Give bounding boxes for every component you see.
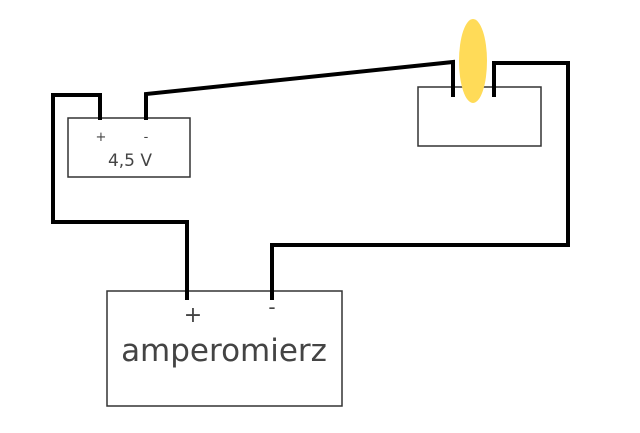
ammeter-plus-label: +: [184, 303, 202, 328]
battery-box: [67, 117, 191, 178]
wire-bulb-to-ammeter-minus: [270, 61, 570, 300]
battery-plus-label: +: [96, 130, 107, 145]
ammeter-minus-label: -: [268, 295, 275, 319]
wire-battery-minus-to-bulb: [144, 59, 455, 120]
ammeter-box: [106, 290, 343, 407]
battery-voltage-label: 4,5 V: [108, 151, 152, 171]
battery-minus-label: -: [144, 130, 149, 145]
wire-battery-plus-to-ammeter-plus: [51, 93, 189, 300]
bulb: [459, 19, 487, 103]
ammeter-label: amperomierz: [121, 333, 327, 369]
